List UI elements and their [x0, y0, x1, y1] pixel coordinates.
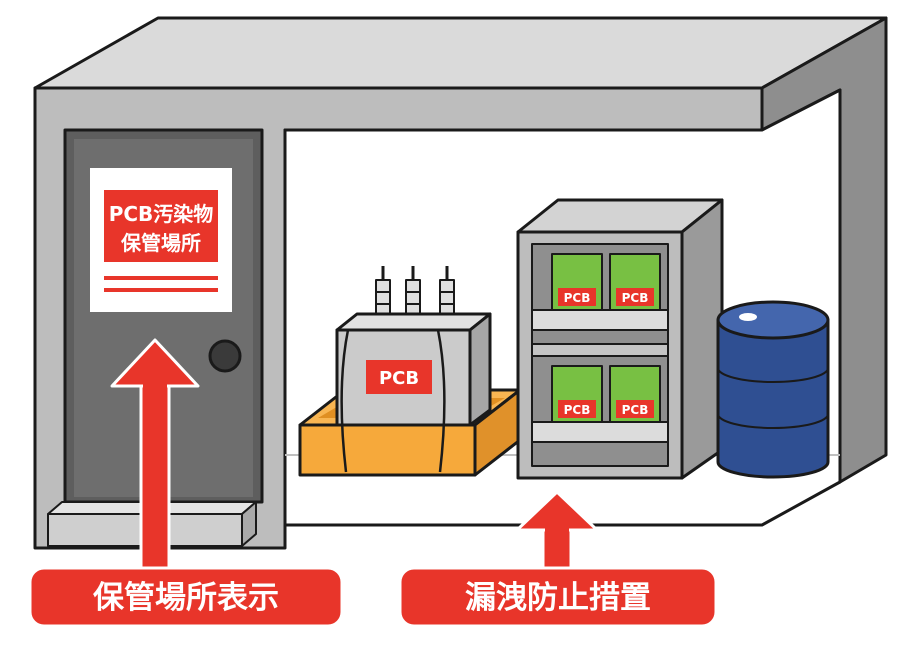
drum-body	[716, 318, 830, 479]
arrow-to-shelf	[515, 490, 599, 574]
shelf-box: PCB	[551, 365, 603, 423]
drum-bung	[739, 313, 757, 321]
shelf-box: PCB	[551, 253, 603, 311]
storage-shelf: PCB PCB PCB PCB	[516, 198, 724, 480]
door-knob	[208, 339, 242, 373]
spill-tray-front	[298, 329, 522, 477]
shelf-side	[680, 198, 724, 480]
shelf-divider	[531, 343, 669, 357]
arrow-shaft	[139, 376, 171, 575]
transformer-label-bg	[366, 360, 432, 394]
callout-label: 保管場所表示	[93, 580, 279, 616]
sign-stripe-2	[104, 288, 218, 292]
transformer-top	[335, 312, 492, 332]
arrow-to-sign	[110, 338, 200, 575]
strap-right	[436, 329, 446, 473]
callout-bg	[28, 566, 344, 628]
storage-sign: PCB汚染物 保管場所	[90, 168, 232, 312]
callout-bg	[398, 566, 718, 628]
shelf-box: PCB	[609, 365, 661, 423]
drum-rib-1	[717, 367, 829, 383]
shelf-box-label: PCB	[622, 403, 649, 417]
sign-red-panel	[104, 190, 218, 262]
callout-leak-prevention: 漏洩防止措置	[398, 566, 718, 628]
strap-left	[340, 329, 350, 473]
shelf-board-upper	[531, 309, 669, 331]
roof-top-face	[33, 16, 888, 90]
bushing-3	[439, 266, 455, 319]
sign-line-2: 保管場所	[120, 231, 201, 255]
drum-top	[716, 300, 830, 340]
drum-rib-2	[717, 413, 829, 429]
shelf-box-label: PCB	[564, 291, 591, 305]
door: PCB汚染物 保管場所	[63, 128, 264, 504]
shelf-box-label: PCB	[564, 403, 591, 417]
shelf-box-label: PCB	[622, 291, 649, 305]
shelf-board-lower	[531, 421, 669, 443]
transformer: PCB	[335, 266, 492, 427]
shelf-box: PCB	[609, 253, 661, 311]
callout-storage-sign: 保管場所表示	[28, 566, 344, 628]
tray-front	[298, 423, 477, 477]
sign-line-1: PCB汚染物	[109, 202, 214, 226]
transformer-side	[468, 312, 492, 427]
callout-label: 漏洩防止措置	[465, 580, 651, 616]
transformer-label: PCB	[379, 368, 419, 389]
oil-drum	[716, 300, 830, 479]
sign-stripe-1	[104, 276, 218, 280]
